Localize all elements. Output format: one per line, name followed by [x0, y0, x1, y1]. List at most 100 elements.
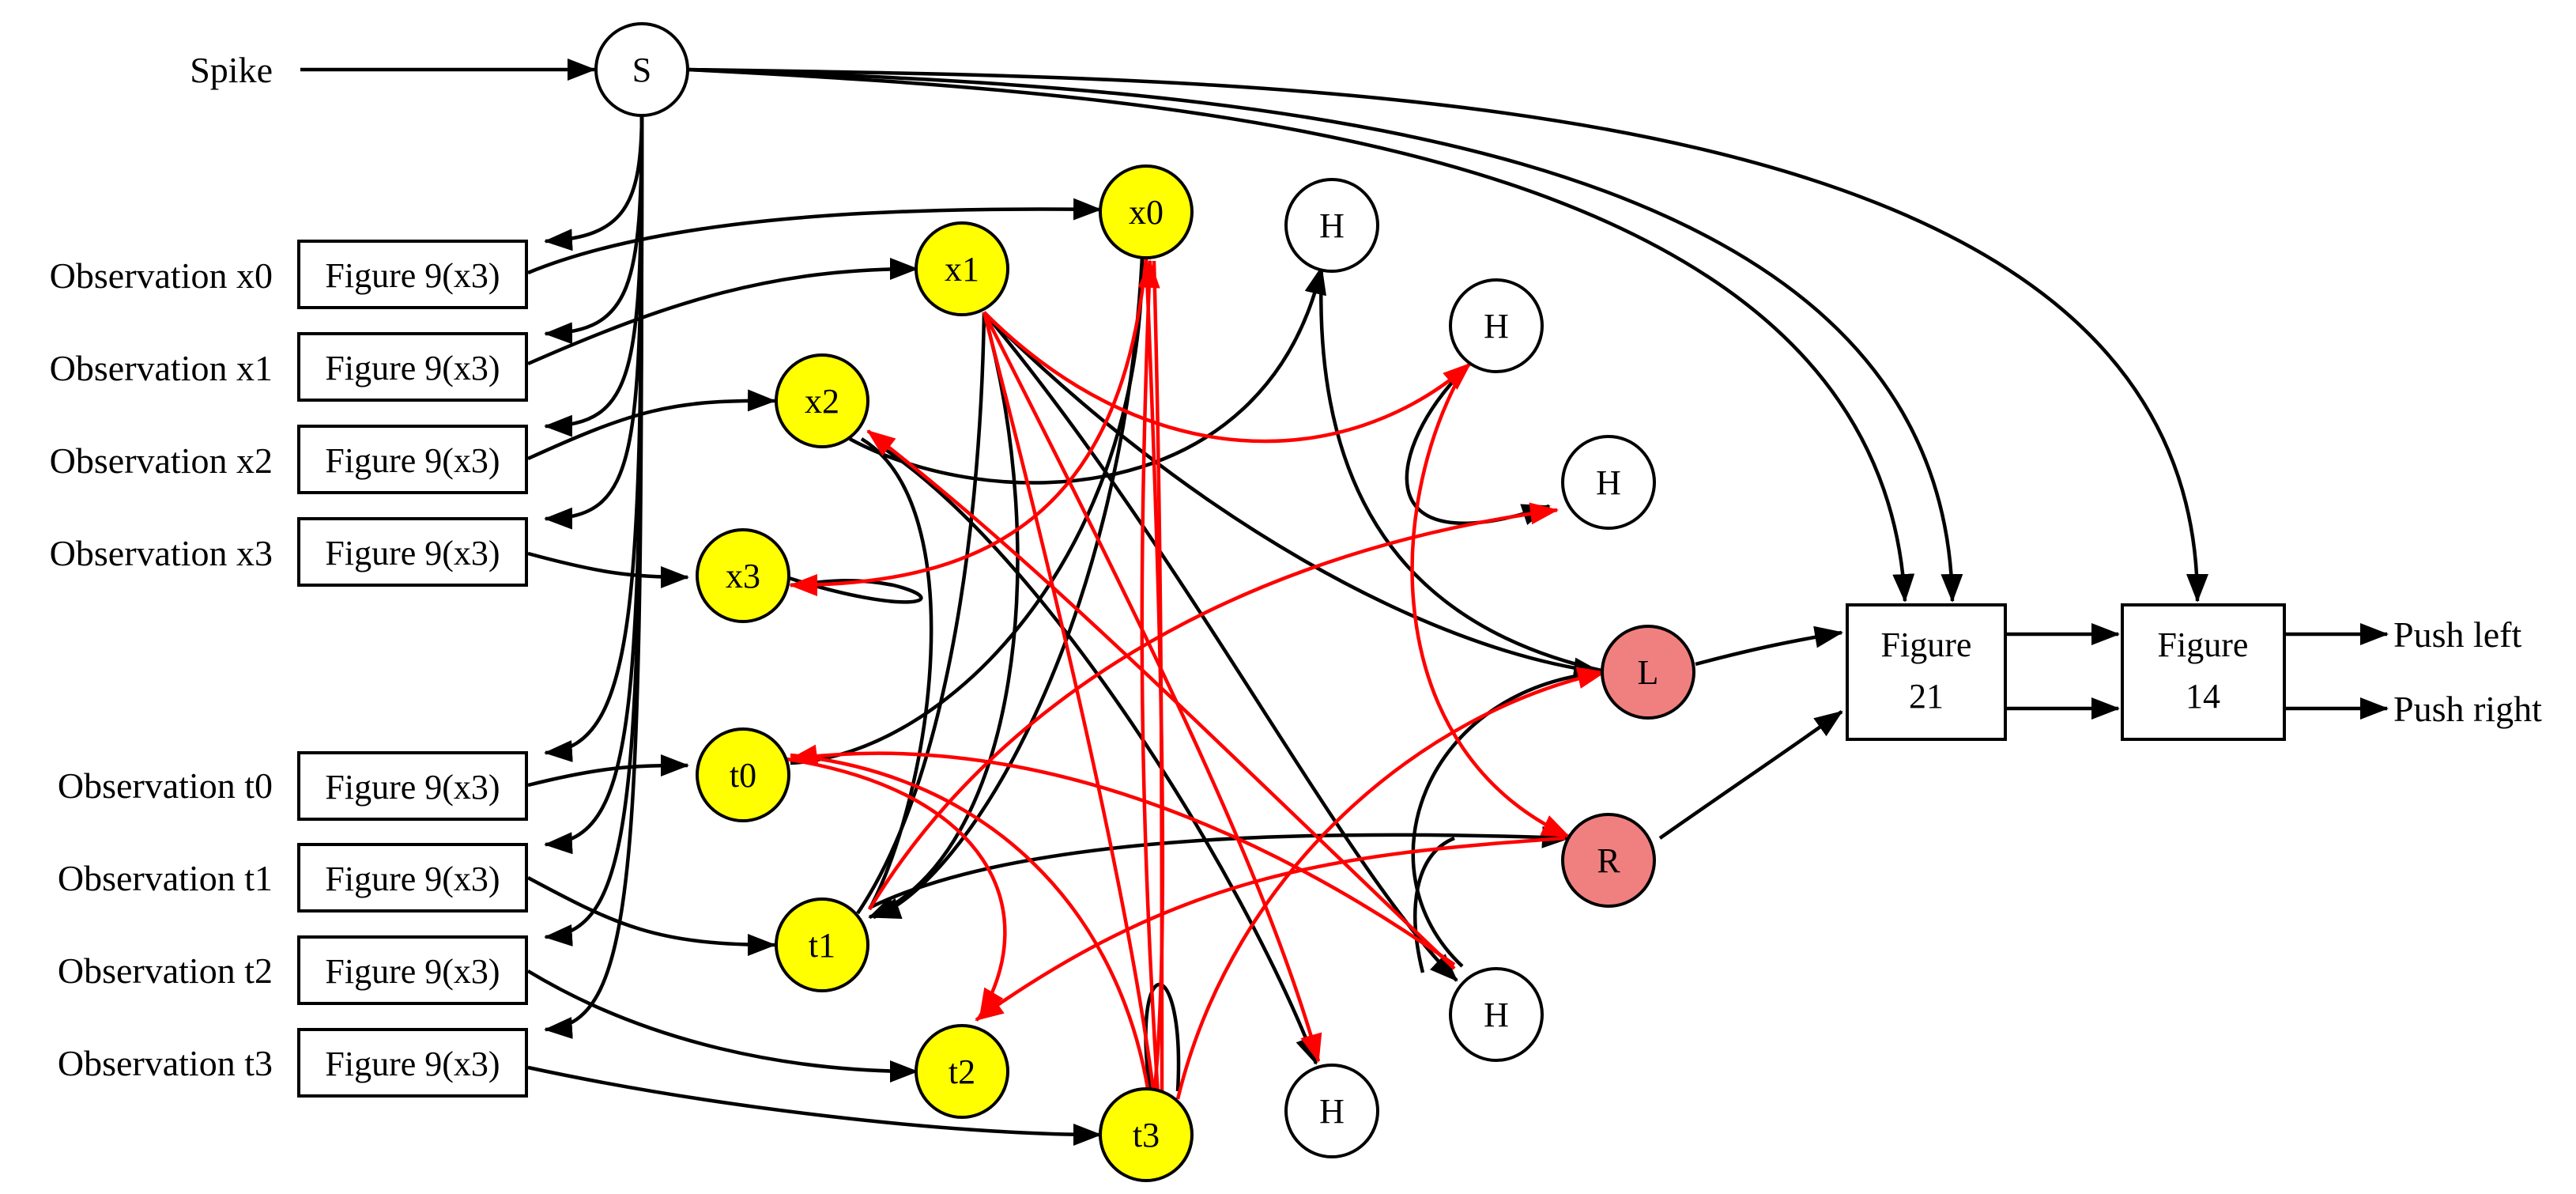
node-label-x0: x0	[1129, 193, 1164, 232]
encoder-labels: Figure 9(x3) Figure 9(x3) Figure 9(x3) F…	[325, 256, 500, 1083]
edge-t1-to-R	[869, 826, 1571, 910]
edge-enc-x2-to-x2	[527, 389, 776, 461]
edge-R-to-t2	[975, 836, 1566, 1022]
edge-s-to-fig21-a	[687, 67, 1915, 603]
edge-enc-x0-to-x0	[527, 198, 1102, 275]
spike-label: Spike	[190, 50, 273, 90]
node-label-x2: x2	[805, 382, 839, 421]
node-t3	[1099, 1087, 1194, 1182]
node-x3	[696, 528, 790, 623]
push-right-label: Push right	[2393, 689, 2542, 729]
block-figure-21	[1846, 603, 2007, 741]
edge-x1-to-H5	[983, 311, 1458, 982]
edge-x3-self-loop	[786, 575, 923, 604]
encoder-box-x2	[297, 425, 528, 494]
block-figure-14-label-line1: Figure	[2158, 625, 2249, 664]
encoder-box-t0	[297, 751, 528, 821]
node-r	[1561, 813, 1656, 908]
encoder-label-x2: Figure 9(x3)	[325, 441, 500, 480]
node-h3	[1561, 435, 1656, 530]
edge-enc-t2-to-t2	[526, 969, 918, 1083]
node-label-t3: t3	[1133, 1116, 1160, 1154]
encoder-label-x1: Figure 9(x3)	[325, 349, 500, 387]
observation-label-t0: Observation t0	[58, 765, 273, 806]
edge-H2-to-R	[1410, 370, 1571, 839]
node-t1	[775, 897, 869, 992]
encoder-box-x0	[297, 240, 528, 309]
edge-t3-to-x0	[1137, 259, 1160, 1096]
node-label-t0: t0	[730, 756, 756, 795]
edge-s-to-enc-t3	[544, 110, 644, 1039]
edge-s-to-enc-t1	[544, 110, 644, 855]
edge-t1-to-H3	[868, 502, 1559, 911]
edge-enc-x1-to-x1	[527, 258, 918, 366]
encoder-boxes	[297, 240, 528, 1098]
edge-x2-to-H6	[880, 445, 1318, 1065]
node-label-x1: x1	[945, 250, 979, 289]
edge-t0-to-t2	[786, 757, 1007, 1018]
node-t0	[696, 727, 790, 822]
red-edges	[786, 256, 1606, 1104]
edge-s-to-enc-x1	[544, 110, 644, 345]
node-label-l: L	[1638, 653, 1659, 692]
edge-x0-to-x3	[789, 256, 1148, 596]
observation-label-x0: Observation x0	[50, 255, 273, 296]
node-label-s: S	[632, 51, 651, 89]
output-labels: Push left Push right	[2393, 614, 2542, 729]
edge-x1-to-H6	[982, 311, 1322, 1063]
edge-enc-t0-to-t0	[527, 754, 689, 788]
node-label-h6: H	[1319, 1092, 1345, 1131]
edge-R-to-H5	[1413, 836, 1455, 973]
node-x2	[775, 353, 869, 448]
node-label-h5: H	[1484, 996, 1509, 1034]
node-labels: S x0 x1 x2 x3 t0 t1 t2 t3 H H H H H L R	[632, 51, 1659, 1154]
node-h2	[1449, 278, 1544, 373]
node-x1	[915, 221, 1009, 316]
encoder-box-t2	[297, 935, 528, 1005]
node-s	[594, 22, 689, 117]
encoder-label-x3: Figure 9(x3)	[325, 534, 500, 572]
black-edges	[300, 59, 2389, 1146]
edge-x2-to-H1	[848, 266, 1326, 485]
node-label-x3: x3	[726, 557, 760, 595]
edge-x1-to-t3	[982, 312, 1156, 1096]
encoder-box-x3	[297, 517, 528, 587]
encoder-label-t1: Figure 9(x3)	[325, 860, 500, 898]
node-h5	[1449, 967, 1544, 1062]
edge-x1-to-L	[983, 311, 1602, 680]
node-label-h1: H	[1319, 206, 1345, 245]
encoder-box-t1	[297, 843, 528, 913]
observation-label-t3: Observation t3	[58, 1043, 273, 1083]
figure-block-labels: Figure 21 Figure 14	[1881, 625, 2249, 716]
encoder-label-t3: Figure 9(x3)	[325, 1045, 500, 1083]
edge-t3-to-t0	[790, 753, 1152, 1104]
edge-t3-to-L	[1175, 667, 1606, 1100]
observation-label-x3: Observation x3	[50, 533, 273, 573]
edge-R-to-fig21	[1658, 710, 1843, 840]
edge-H1-to-L	[1319, 266, 1609, 674]
edge-x1-to-H2	[983, 311, 1472, 444]
observation-label-x2: Observation x2	[50, 440, 273, 481]
block-figure-14-label-line2: 14	[2186, 677, 2220, 716]
edge-enc-x3-to-x3	[527, 551, 689, 588]
edge-s-to-fig14	[687, 67, 2208, 603]
edge-s-to-enc-x3	[544, 110, 644, 530]
edge-enc-t3-to-t3	[527, 1065, 1102, 1146]
observation-label-t1: Observation t1	[58, 858, 273, 898]
edge-x2-to-t1	[860, 437, 933, 911]
node-x0	[1099, 164, 1194, 259]
edge-x1-to-t1-a	[868, 312, 1020, 920]
node-l	[1601, 625, 1695, 720]
node-h6	[1284, 1064, 1379, 1158]
figure-blocks	[1846, 603, 2286, 741]
edge-H5-to-t0	[789, 744, 1456, 966]
edge-enc-t1-to-t1	[526, 876, 776, 956]
observation-label-x1: Observation x1	[50, 348, 273, 388]
push-left-label: Push left	[2393, 614, 2522, 655]
block-figure-14	[2121, 603, 2286, 741]
block-figure-21-label-line2: 21	[1909, 677, 1944, 716]
edge-s-to-fig21-b	[687, 67, 1963, 603]
nodes	[594, 22, 1695, 1182]
encoder-label-t2: Figure 9(x3)	[325, 952, 500, 991]
